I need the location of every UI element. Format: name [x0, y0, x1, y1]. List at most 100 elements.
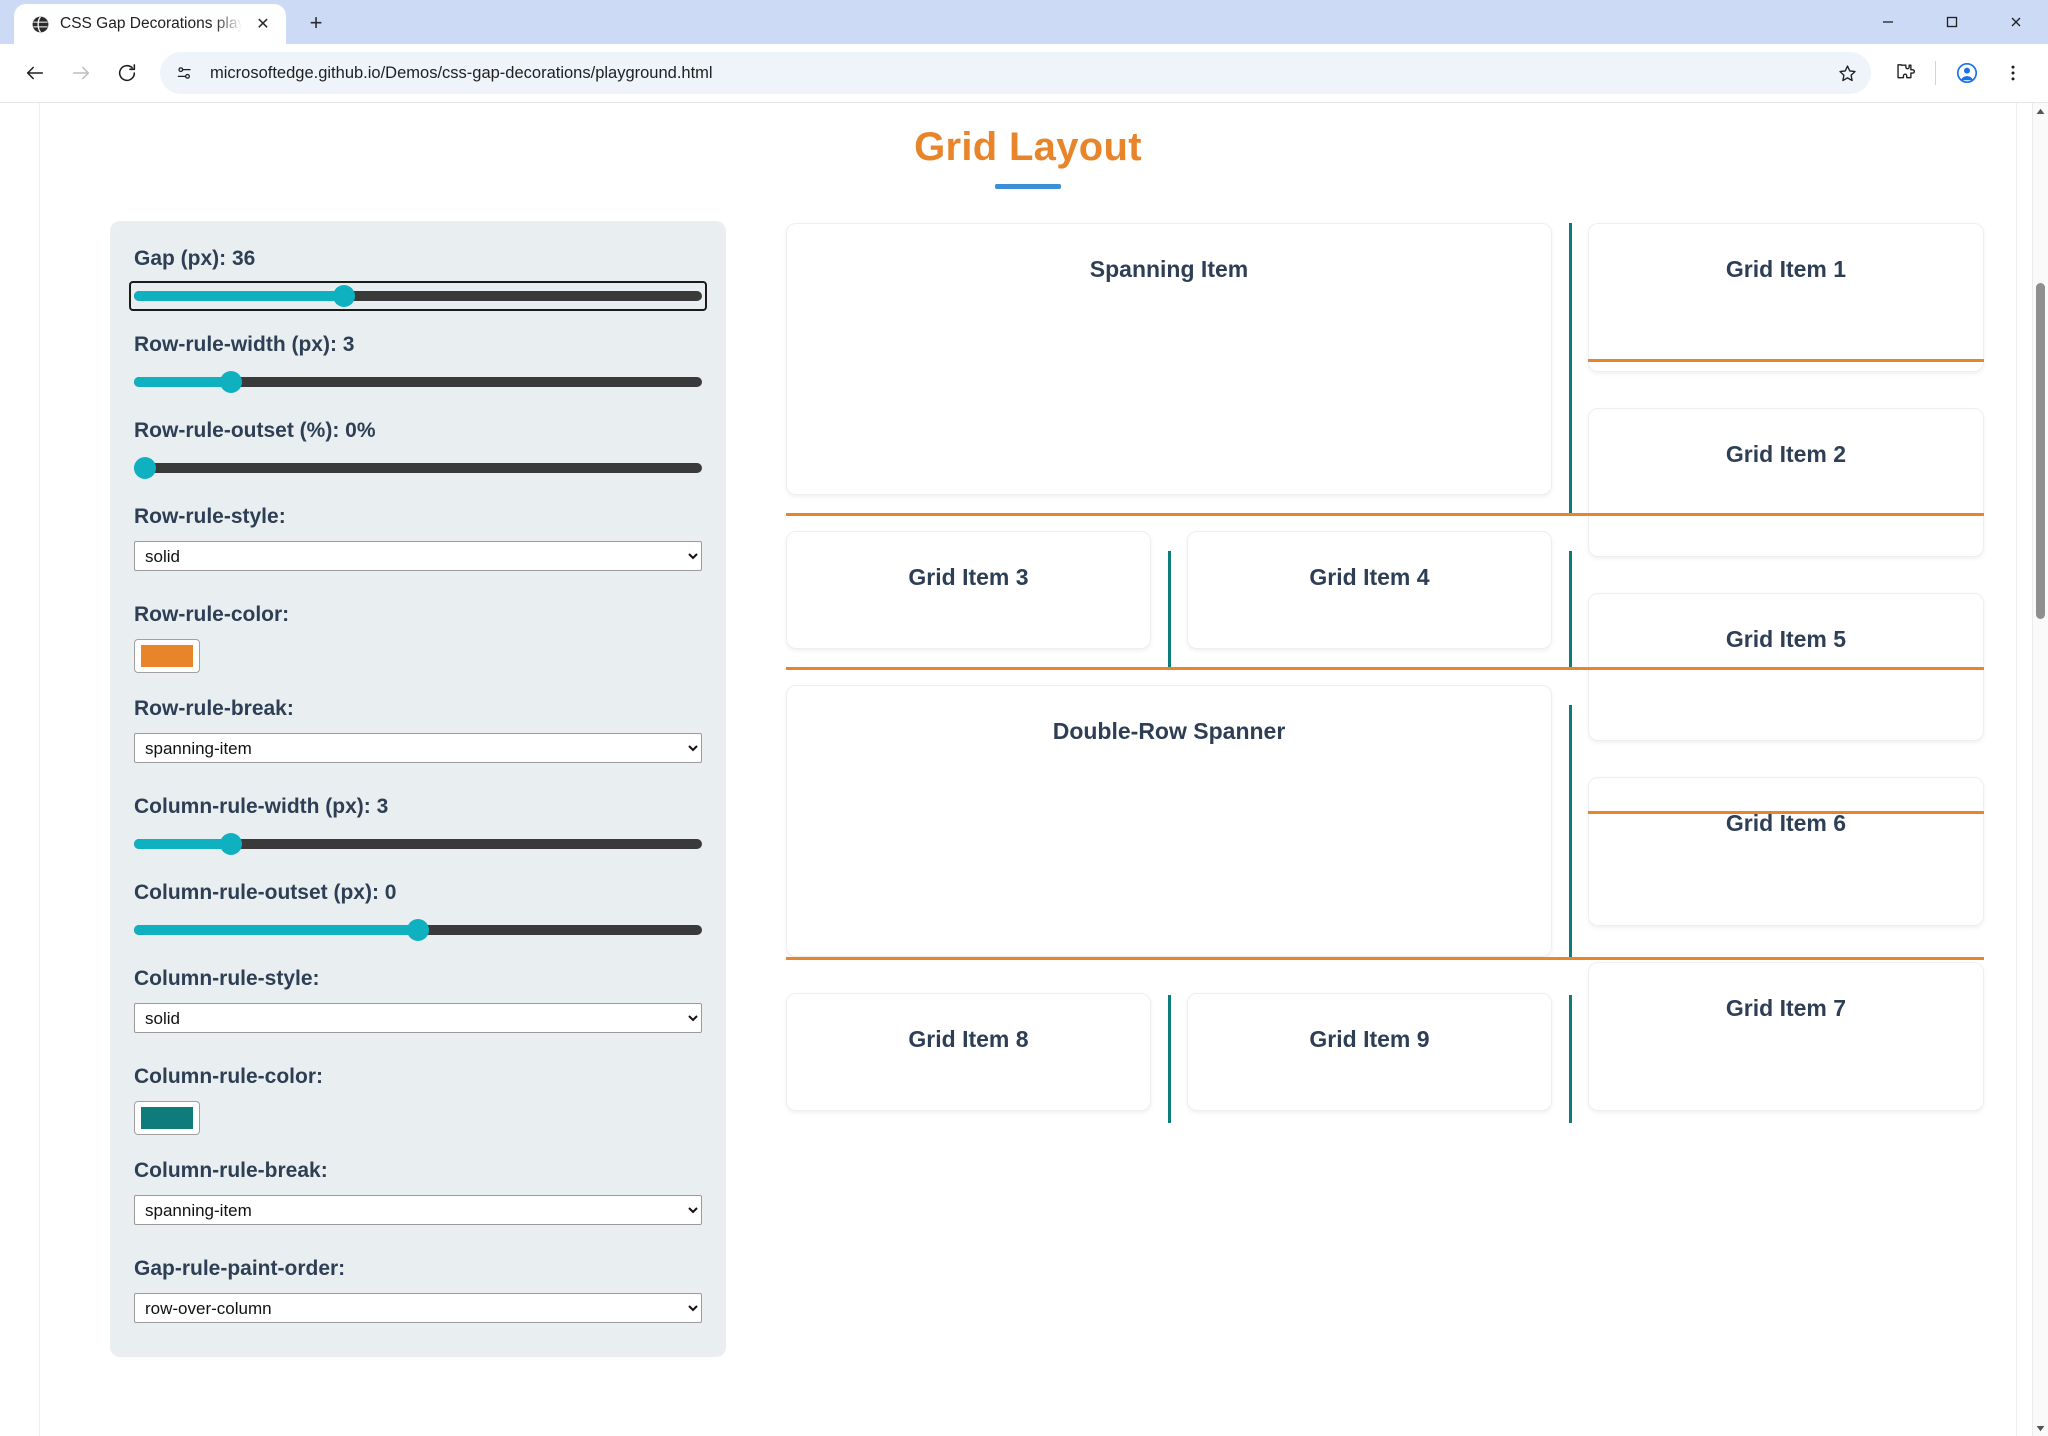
- control-label-column-rule-color: Column-rule-color:: [134, 1065, 323, 1088]
- tab-title: CSS Gap Decorations playground: [60, 15, 242, 32]
- window-controls: [1856, 0, 2048, 44]
- row-rule-width-slider[interactable]: [134, 369, 702, 395]
- grid-cell-5[interactable]: Grid Item 5: [1588, 592, 1984, 742]
- column-rule-outset-slider[interactable]: [134, 917, 702, 943]
- site-settings-icon[interactable]: [170, 58, 200, 88]
- toolbar-divider: [1935, 61, 1936, 85]
- control-gap: Gap (px): 36: [129, 247, 707, 311]
- slider-thumb[interactable]: [333, 285, 356, 307]
- grid-row-2: Grid Item 3 Grid Item 4: [786, 531, 1552, 649]
- close-icon[interactable]: [1984, 0, 2048, 44]
- three-dot-menu-icon[interactable]: [1992, 52, 2034, 94]
- control-column-rule-outset: Column-rule-outset (px): 0: [134, 881, 702, 943]
- globe-icon: [30, 14, 50, 34]
- row-rule-color-value: [141, 645, 193, 667]
- control-label-column-rule-width: Column-rule-width (px): 3: [134, 795, 389, 818]
- page-viewport: Grid Layout Gap (px): 36: [0, 102, 2048, 1436]
- column-rule-style-select[interactable]: solid: [134, 1003, 702, 1033]
- minimize-icon[interactable]: [1856, 0, 1920, 44]
- slider-thumb[interactable]: [219, 371, 242, 393]
- grid-left-area: Spanning Item Grid Item 3 Grid Item: [786, 223, 1552, 1111]
- control-gap-rule-paint-order: Gap-rule-paint-order: row-over-column: [134, 1257, 702, 1323]
- reload-icon[interactable]: [106, 52, 148, 94]
- row-rule-right-2: [1588, 811, 1984, 814]
- gap-slider[interactable]: [129, 281, 707, 311]
- grid-cell-1[interactable]: Grid Item 1: [1588, 223, 1984, 372]
- demo-grid: Spanning Item Grid Item 3 Grid Item: [786, 223, 1984, 1123]
- slider-thumb[interactable]: [219, 833, 242, 855]
- control-column-rule-color: Column-rule-color:: [134, 1065, 702, 1135]
- page-canvas: Grid Layout Gap (px): 36: [0, 103, 2032, 1436]
- control-label-row-rule-break: Row-rule-break:: [134, 697, 294, 720]
- grid-cell-4[interactable]: Grid Item 4: [1187, 531, 1552, 649]
- control-label-row-rule-outset: Row-rule-outset (%): 0%: [134, 419, 376, 442]
- grid-cell-3[interactable]: Grid Item 3: [786, 531, 1151, 649]
- slider-fill: [134, 377, 231, 387]
- control-label-row-rule-color: Row-rule-color:: [134, 603, 290, 626]
- cell-label: Grid Item 7: [1725, 995, 1847, 1022]
- scroll-down-icon[interactable]: [2033, 1420, 2048, 1436]
- browser-titlebar: CSS Gap Decorations playground ✕ +: [0, 0, 2048, 44]
- row-rule-style-select[interactable]: solid: [134, 541, 702, 571]
- cell-label: Grid Item 8: [908, 1026, 1029, 1052]
- column-rule-width-slider[interactable]: [134, 831, 702, 857]
- slider-fill: [134, 925, 418, 935]
- slider-fill: [134, 839, 231, 849]
- control-row-rule-color: Row-rule-color:: [134, 603, 702, 673]
- browser-toolbar: microsoftedge.github.io/Demos/css-gap-de…: [0, 44, 2048, 102]
- page-title: Grid Layout: [914, 125, 1142, 169]
- slider-thumb[interactable]: [134, 457, 157, 479]
- grid-demo: Spanning Item Grid Item 3 Grid Item: [786, 221, 1984, 1123]
- control-label-gap-rule-paint-order: Gap-rule-paint-order:: [134, 1257, 346, 1280]
- row-rule-full-1: [786, 513, 1984, 516]
- page-scrollbar[interactable]: [2032, 103, 2048, 1436]
- back-arrow-icon[interactable]: [14, 52, 56, 94]
- grid-cell-7[interactable]: Grid Item 7: [1588, 962, 1984, 1111]
- account-avatar-icon[interactable]: [1946, 52, 1988, 94]
- column-rule-break-select[interactable]: spanning-item: [134, 1195, 702, 1225]
- page-surface: Grid Layout Gap (px): 36: [40, 103, 2016, 1436]
- control-label-column-rule-style: Column-rule-style:: [134, 967, 320, 990]
- grid-cell-8[interactable]: Grid Item 8: [786, 993, 1151, 1111]
- browser-tab[interactable]: CSS Gap Decorations playground ✕: [14, 4, 286, 44]
- tab-close-icon[interactable]: ✕: [256, 16, 270, 33]
- cell-label: Grid Item 4: [1309, 564, 1430, 590]
- grid-cell-6[interactable]: Grid Item 6: [1588, 777, 1984, 927]
- slider-track: [134, 463, 702, 473]
- cell-label: Grid Item 5: [1725, 625, 1847, 652]
- slider-track: [134, 291, 702, 301]
- control-row-rule-width: Row-rule-width (px): 3: [134, 333, 702, 395]
- row-rule-outset-slider[interactable]: [134, 455, 702, 481]
- grid-cell-double-row-spanner[interactable]: Double-Row Spanner: [786, 685, 1552, 957]
- grid-cell-9[interactable]: Grid Item 9: [1187, 993, 1552, 1111]
- address-bar[interactable]: microsoftedge.github.io/Demos/css-gap-de…: [160, 52, 1871, 94]
- control-column-rule-style: Column-rule-style: solid: [134, 967, 702, 1057]
- scroll-up-icon[interactable]: [2033, 103, 2048, 119]
- grid-cell-spanning-item[interactable]: Spanning Item: [786, 223, 1552, 495]
- url-text: microsoftedge.github.io/Demos/css-gap-de…: [210, 63, 713, 82]
- control-label-row-rule-width: Row-rule-width (px): 3: [134, 333, 355, 356]
- column-rule-color-picker[interactable]: [134, 1101, 200, 1135]
- row-rule-break-select[interactable]: spanning-item: [134, 733, 702, 763]
- slider-thumb[interactable]: [407, 919, 429, 941]
- star-icon[interactable]: [1831, 57, 1863, 89]
- new-tab-button[interactable]: +: [309, 10, 323, 35]
- row-rule-color-picker[interactable]: [134, 639, 200, 673]
- scrollbar-thumb[interactable]: [2036, 283, 2045, 619]
- control-label-column-rule-outset: Column-rule-outset (px): 0: [134, 881, 397, 904]
- puzzle-piece-icon[interactable]: [1883, 52, 1925, 94]
- grid-cell-2[interactable]: Grid Item 2: [1588, 407, 1984, 557]
- cell-label: Grid Item 1: [1725, 256, 1847, 282]
- page-content: Grid Layout Gap (px): 36: [40, 103, 2016, 1357]
- cell-label: Grid Item 9: [1309, 1026, 1430, 1052]
- cell-label: Grid Item 2: [1725, 440, 1847, 467]
- gap-rule-paint-order-select[interactable]: row-over-column: [134, 1293, 702, 1323]
- controls-panel: Gap (px): 36 Row-rule-width (px): 3: [110, 221, 726, 1357]
- cell-label: Double-Row Spanner: [1052, 718, 1286, 744]
- control-row-rule-outset: Row-rule-outset (%): 0%: [134, 419, 702, 481]
- forward-arrow-icon[interactable]: [60, 52, 102, 94]
- maximize-icon[interactable]: [1920, 0, 1984, 44]
- control-row-rule-style: Row-rule-style: solid: [134, 505, 702, 595]
- page-layout: Gap (px): 36 Row-rule-width (px): 3: [72, 221, 1984, 1357]
